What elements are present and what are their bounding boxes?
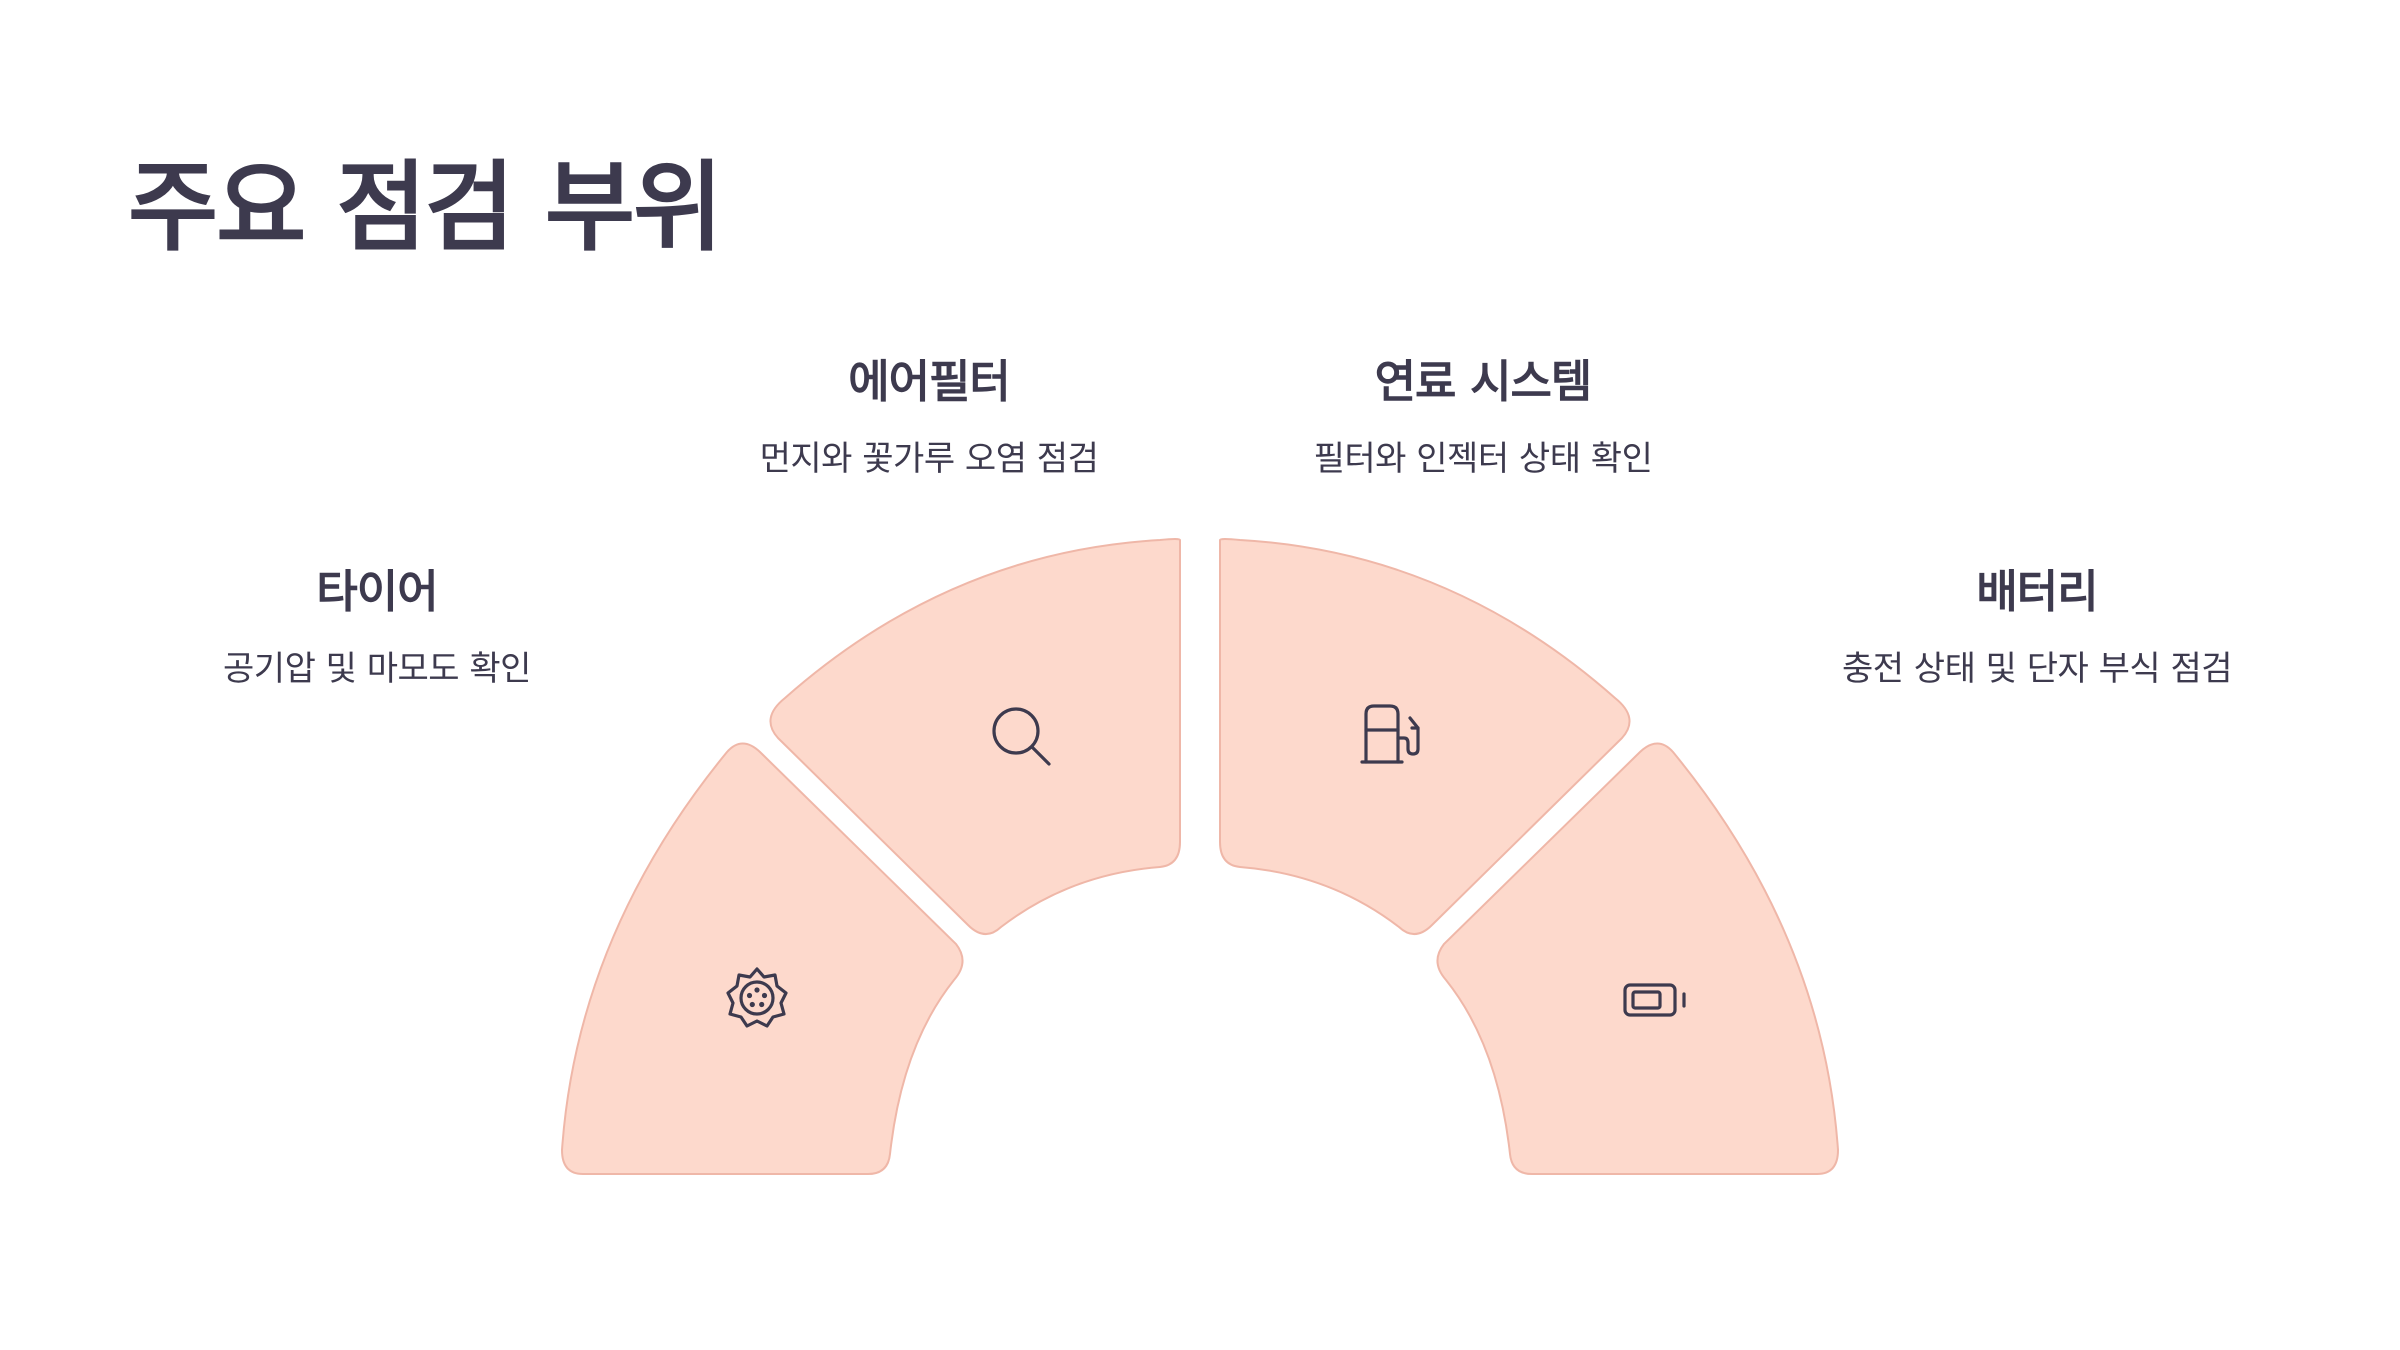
segment-battery[interactable] [1436, 742, 1840, 1175]
label-battery: 배터리 충전 상태 및 단자 부식 점검 [1737, 565, 2337, 690]
label-battery-title: 배터리 [1976, 565, 2098, 618]
label-tire-description: 공기압 및 마모도 확인 [223, 649, 531, 689]
segment-tire[interactable] [560, 742, 964, 1175]
label-air-filter: 에어필터 먼지와 꽃가루 오염 점검 [629, 355, 1229, 480]
battery-icon [1623, 983, 1686, 1017]
label-air-filter-description: 먼지와 꽃가루 오염 점검 [759, 439, 1099, 479]
segment-fuel-system[interactable] [1219, 538, 1631, 935]
label-battery-description: 충전 상태 및 단자 부식 점검 [1841, 649, 2233, 689]
label-air-filter-title: 에어필터 [848, 355, 1011, 408]
tire-gear-icon [726, 967, 788, 1028]
label-tire-title: 타이어 [316, 565, 438, 618]
label-fuel-system: 연료 시스템 필터와 인젝터 상태 확인 [1183, 355, 1783, 480]
label-fuel-system-title: 연료 시스템 [1374, 355, 1593, 408]
fuel-pump-icon [1360, 704, 1420, 764]
segment-air-filter[interactable] [769, 538, 1181, 935]
label-tire: 타이어 공기압 및 마모도 확인 [77, 565, 677, 690]
label-fuel-system-description: 필터와 인젝터 상태 확인 [1313, 439, 1653, 479]
search-icon [992, 707, 1051, 766]
page-title: 주요 점검 부위 [128, 151, 723, 265]
